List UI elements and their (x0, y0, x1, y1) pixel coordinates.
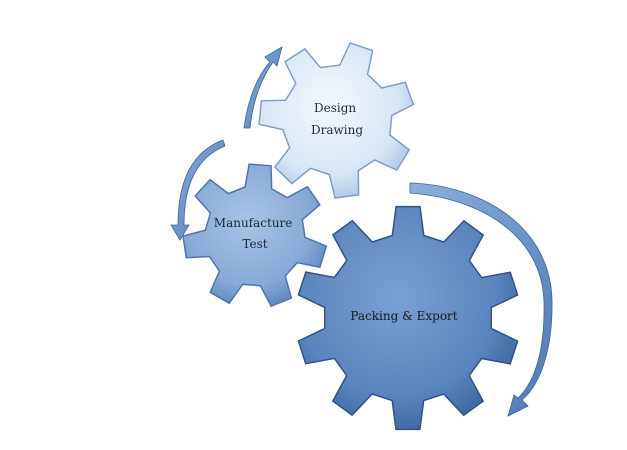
gear-manufacture-label: Manufacture Test (214, 216, 296, 251)
gear-packing-export: Packing & Export (297, 205, 519, 431)
gear-design-label: Design Drawing (311, 101, 363, 137)
gear-design-line-1: Design (314, 101, 356, 115)
gear-design-drawing: Design Drawing (258, 42, 415, 199)
arrow-packing-loop (409, 182, 553, 417)
gear-packing-shape (297, 205, 519, 431)
gear-manufacture-test: Manufacture Test (182, 163, 328, 308)
gear-manufacture-shape (182, 163, 328, 308)
gear-manufacture-line-2: Test (242, 237, 267, 251)
gear-design-line-2: Drawing (311, 123, 363, 137)
gear-manufacture-line-1: Manufacture (214, 216, 293, 230)
arrow-manufacture-loop (170, 139, 226, 241)
gear-design-shape (258, 42, 415, 199)
arrow-design-loop (243, 46, 283, 129)
gear-packing-line-1: Packing & Export (350, 309, 457, 323)
gear-packing-label: Packing & Export (350, 309, 457, 323)
